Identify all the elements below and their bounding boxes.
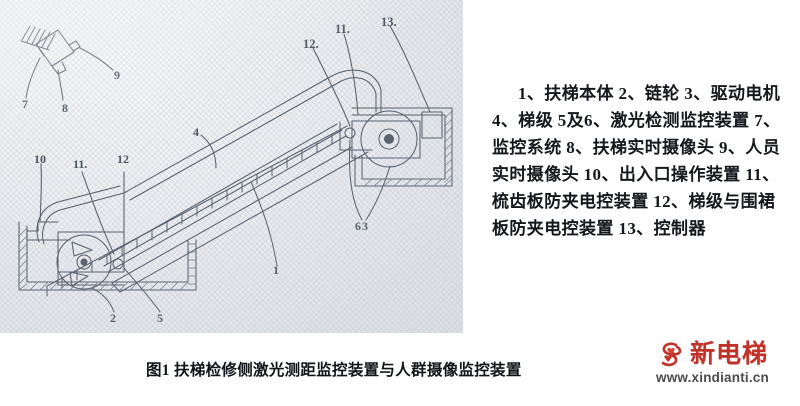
leader-8	[57, 69, 64, 101]
watermark-brand-row: 新电梯	[655, 339, 768, 369]
upper-newel-handrail	[329, 69, 382, 113]
leader-11-upper	[343, 33, 359, 115]
callout-11-lower: 11.	[73, 157, 87, 171]
callout-3: 3	[362, 219, 368, 233]
callout-numbers: 7 8 9 10 11. 12 4 1 2 5 12. 11. 13. 3 6	[22, 15, 397, 325]
figure-legend-text: 1、扶梯本体 2、链轮 3、驱动电机 4、梯级 5及6、激光检测监控装置 7、监…	[492, 84, 781, 238]
controller-box	[421, 111, 443, 139]
callout-2: 2	[110, 311, 116, 325]
leader-2	[91, 287, 115, 313]
callout-12-lower: 12	[117, 152, 129, 166]
lower-sprocket	[56, 234, 112, 290]
leader-6	[348, 139, 363, 221]
watermark-url-text: www.xindianti.cn	[656, 370, 769, 385]
leader-13	[389, 25, 431, 113]
escalator-line-drawing: 7 8 9 10 11. 12 4 1 2 5 12. 11. 13. 3 6	[18, 15, 453, 325]
upper-drive-machine	[339, 110, 421, 168]
leader-9	[79, 47, 114, 71]
callout-13: 13.	[381, 15, 397, 29]
callout-10: 10	[34, 152, 46, 166]
callout-4: 4	[193, 125, 199, 139]
leader-1	[250, 181, 278, 267]
site-watermark: 新电梯 www.xindianti.cn	[655, 339, 800, 399]
upper-comb-roller	[344, 127, 356, 139]
escalator-truss	[98, 123, 369, 293]
leader-7	[25, 57, 41, 99]
lower-pit	[18, 221, 197, 291]
leader-12-upper	[312, 47, 351, 127]
watermark-brand-text: 新电梯	[690, 340, 769, 368]
figure-photo: 7 8 9 10 11. 12 4 1 2 5 12. 11. 13. 3 6	[0, 0, 463, 333]
callout-1: 1	[273, 263, 279, 277]
leader-5	[123, 267, 161, 313]
callout-5: 5	[157, 311, 163, 325]
leader-10	[39, 163, 42, 223]
callout-6: 6	[355, 219, 361, 233]
callout-9: 9	[114, 68, 120, 82]
figure-caption: 图1 扶梯检修侧激光测距监控装置与人群摄像监控装置	[146, 362, 522, 379]
callout-8: 8	[62, 101, 68, 115]
leader-11-lower	[81, 171, 115, 255]
callout-11-upper: 11.	[335, 22, 350, 36]
balustrade-handrail	[123, 76, 337, 201]
xindianti-logo-icon	[661, 342, 682, 367]
escalator-steps	[46, 125, 348, 297]
upper-machine-room	[351, 107, 453, 187]
leader-4	[200, 134, 217, 169]
callout-12-upper: 12.	[303, 37, 319, 51]
surveillance-camera-icon	[35, 29, 81, 75]
callout-7: 7	[22, 97, 28, 111]
leader-3	[365, 165, 391, 221]
